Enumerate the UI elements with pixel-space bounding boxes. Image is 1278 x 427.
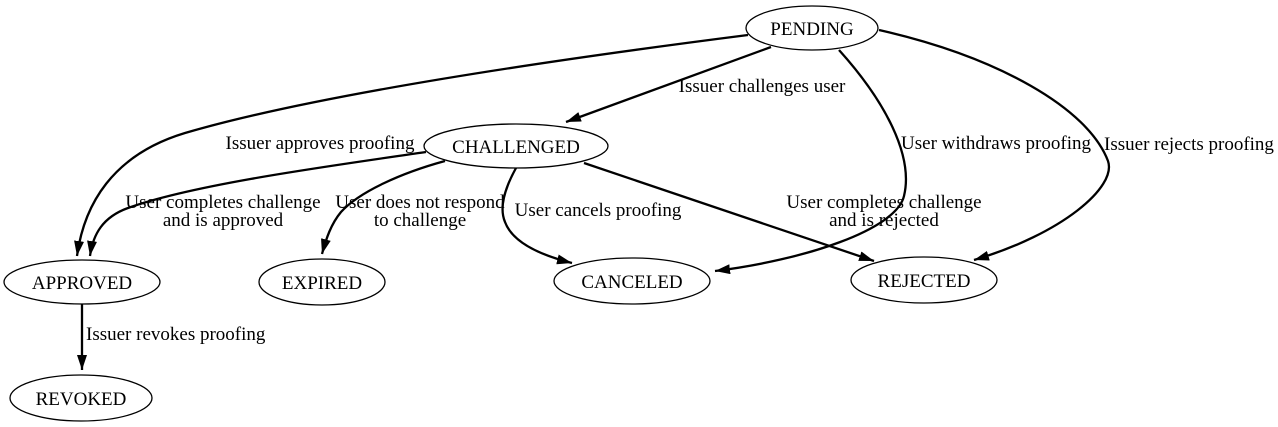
node-approved-ellipse [3,259,161,305]
node-revoked-label: REVOKED [36,389,127,410]
nodes-layer: PENDING CHALLENGED APPROVED EXPIRED CANC… [3,5,998,422]
edge-pending-challenged [565,45,772,124]
node-canceled: CANCELED [553,257,711,305]
edge-label-user-completes-challenge-approved-line1: User completes challenge [125,192,320,213]
node-approved: APPROVED [3,259,161,305]
edge-pending-rejected [878,28,1111,262]
edge-label-issuer-challenges-user: Issuer challenges user [679,76,846,97]
edge-label-issuer-revokes-proofing: Issuer revokes proofing [86,324,266,345]
node-pending: PENDING [745,5,879,51]
node-expired-label: EXPIRED [282,273,362,294]
node-challenged-ellipse [423,123,609,169]
node-pending-label: PENDING [770,19,854,40]
node-pending-ellipse [745,5,879,51]
node-approved-label: APPROVED [32,273,132,294]
edge-label-user-withdraws-proofing: User withdraws proofing [901,133,1091,154]
edge-labels-layer: Issuer challenges user Issuer approves p… [86,76,1274,345]
edge-challenged-canceled [501,167,573,265]
edge-challenged-rejected [583,161,875,263]
node-rejected: REJECTED [850,256,998,304]
edge-pending-approved [74,33,749,257]
edge-pending-canceled [714,49,908,275]
node-canceled-ellipse [553,257,711,305]
node-rejected-label: REJECTED [878,271,971,292]
node-expired: EXPIRED [258,258,386,306]
node-expired-ellipse [258,258,386,306]
edge-label-user-completes-challenge-approved-line2: and is approved [163,210,284,231]
node-challenged-label: CHALLENGED [452,137,580,158]
edges-layer [74,28,1111,370]
edge-label-user-completes-challenge-rejected-line1: User completes challenge [786,192,981,213]
edge-label-user-cancels-proofing: User cancels proofing [515,200,682,221]
node-revoked-ellipse [9,374,153,422]
edge-label-user-does-not-respond-line2: to challenge [374,210,466,231]
edge-label-issuer-rejects-proofing: Issuer rejects proofing [1104,134,1274,155]
edge-label-user-completes-challenge-rejected-line2: and is rejected [829,210,939,231]
node-challenged: CHALLENGED [423,123,609,169]
node-canceled-label: CANCELED [581,272,682,293]
node-revoked: REVOKED [9,374,153,422]
edge-label-user-does-not-respond-line1: User does not respond [335,192,505,213]
node-rejected-ellipse [850,256,998,304]
edge-challenged-approved [87,150,427,257]
edge-challenged-expired [320,159,446,255]
edge-label-issuer-approves-proofing: Issuer approves proofing [226,133,415,154]
